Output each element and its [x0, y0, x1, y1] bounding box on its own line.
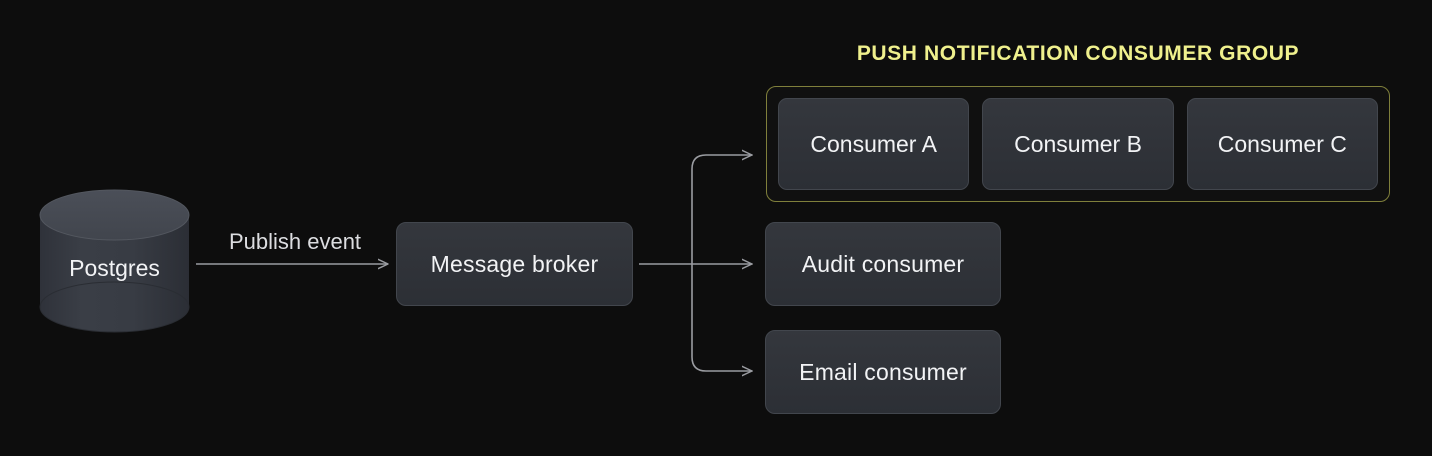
- push-notification-consumer-group: Consumer A Consumer B Consumer C: [766, 86, 1390, 202]
- consumer-node-c[interactable]: Consumer C: [1186, 98, 1378, 190]
- consumer-b-label: Consumer B: [1014, 130, 1142, 157]
- publish-event-edge-label: Publish event: [228, 229, 362, 254]
- audit-consumer-label: Audit consumer: [801, 250, 965, 277]
- audit-consumer-node[interactable]: Audit consumer: [765, 222, 1001, 306]
- consumer-node-a[interactable]: Consumer A: [778, 98, 970, 190]
- message-broker-node[interactable]: Message broker: [396, 222, 633, 306]
- email-consumer-label: Email consumer: [799, 358, 967, 385]
- message-broker-label: Message broker: [430, 250, 599, 277]
- email-consumer-node[interactable]: Email consumer: [765, 330, 1001, 414]
- consumer-c-label: Consumer C: [1217, 130, 1347, 157]
- consumer-group-title: PUSH NOTIFICATION CONSUMER GROUP: [856, 42, 1300, 65]
- fanout-arrow-email-consumer: [691, 263, 753, 371]
- fanout-arrow-consumer-group: [691, 155, 753, 265]
- consumer-a-label: Consumer A: [810, 130, 937, 157]
- postgres-node-label: Postgres: [69, 255, 160, 281]
- consumer-node-b[interactable]: Consumer B: [982, 98, 1174, 190]
